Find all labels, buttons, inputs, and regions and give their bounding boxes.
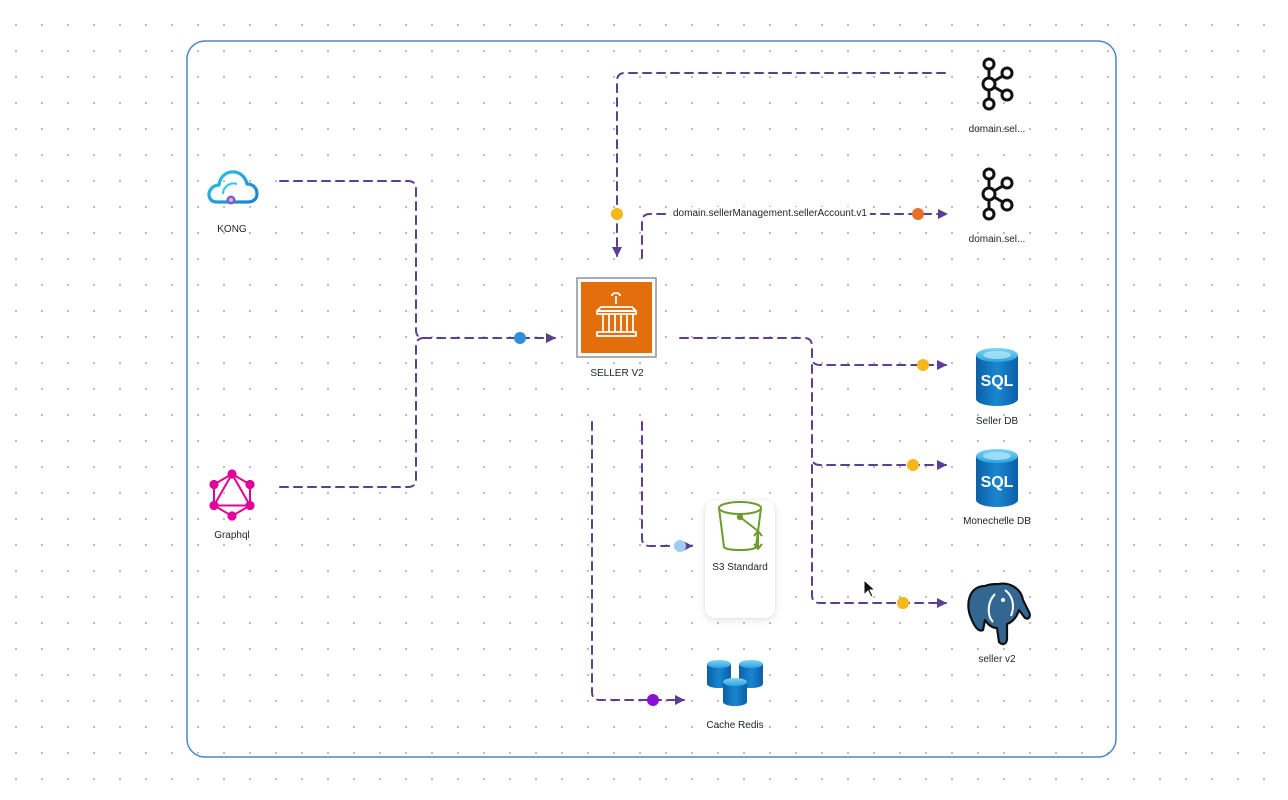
sql-database-icon[interactable]: SQL: [976, 449, 1018, 507]
sql-icon-text: SQL: [981, 474, 1014, 491]
sql-database-icon[interactable]: SQL: [976, 348, 1018, 406]
cache-redis-icon[interactable]: [707, 660, 763, 706]
connectors: [279, 72, 948, 705]
connector-topic-label[interactable]: domain.sellerManagement.sellerAccount.v1: [670, 207, 870, 221]
connector-seller-to-seller-v2-db[interactable]: [811, 464, 947, 608]
flow-dot: [674, 540, 686, 552]
s3-bucket-icon[interactable]: [718, 501, 763, 551]
kafka-icon[interactable]: [981, 167, 1014, 221]
kong-label: KONG: [217, 224, 247, 235]
connector-graphql-to-seller[interactable]: [279, 337, 425, 488]
flow-dots: [514, 208, 929, 706]
flow-dot: [514, 332, 526, 344]
kafka-topic-label: domain.sel...: [968, 124, 1026, 135]
connector-seller-to-seller-db[interactable]: [679, 337, 947, 370]
flow-dot: [611, 208, 623, 220]
connector-kafka-top-to-seller[interactable]: [612, 72, 946, 257]
connector-seller-to-kafka-mid[interactable]: [641, 209, 948, 259]
flow-dot: [917, 359, 929, 371]
seller-v2-db-label: seller v2: [978, 654, 1016, 665]
flow-dot: [907, 459, 919, 471]
postgresql-elephant-icon[interactable]: [967, 582, 1031, 646]
graphql-label: Graphql: [214, 530, 250, 541]
graphql-icon[interactable]: [209, 469, 255, 521]
kong-cloud-icon[interactable]: [207, 170, 259, 205]
kafka-icon[interactable]: [981, 57, 1014, 111]
group-frame[interactable]: [186, 40, 1117, 758]
seller-v2-service-label: SELLER V2: [590, 368, 644, 379]
cache-redis-label: Cache Redis: [706, 720, 764, 731]
monechelle-db-label: Monechelle DB: [963, 516, 1031, 527]
flow-dot: [912, 208, 924, 220]
flow-dot: [897, 597, 909, 609]
connector-seller-to-monechelle-db[interactable]: [811, 364, 947, 470]
connector-kong-to-seller[interactable]: [279, 180, 556, 343]
seller-v2-service-icon[interactable]: [576, 277, 657, 358]
flow-dot: [647, 694, 659, 706]
s3-label: S3 Standard: [712, 562, 768, 573]
mouse-cursor-icon: [863, 578, 877, 598]
connector-seller-to-cache-redis[interactable]: [591, 421, 685, 705]
sql-icon-text: SQL: [981, 373, 1014, 390]
seller-db-label: Seller DB: [975, 416, 1019, 427]
kafka-topic-label: domain.sel...: [968, 234, 1026, 245]
connector-seller-to-s3[interactable]: [641, 421, 693, 551]
